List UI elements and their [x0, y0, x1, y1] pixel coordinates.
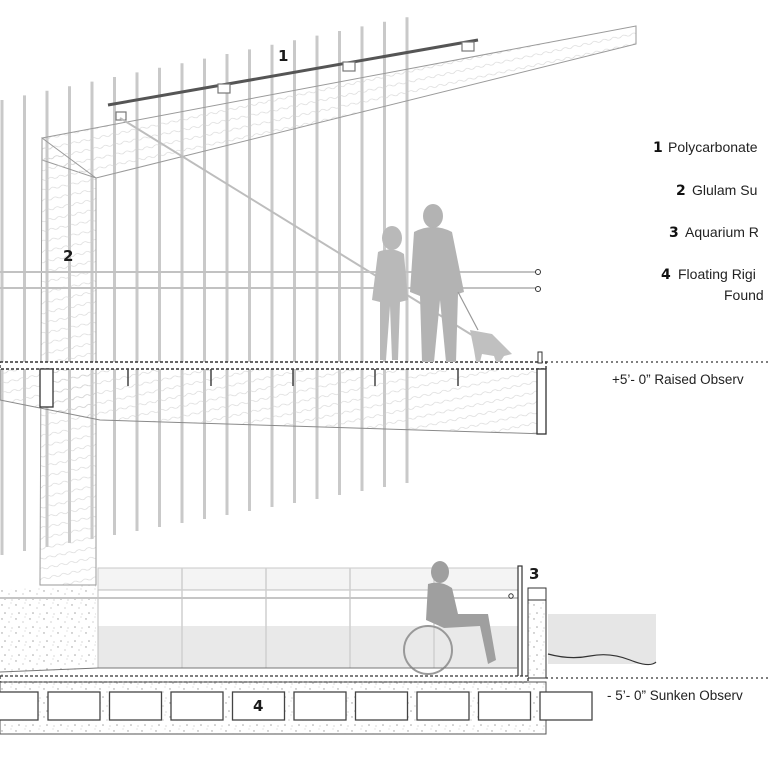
- foundation-void: [170, 691, 224, 721]
- foundation-void: [231, 691, 286, 721]
- callout-3: 3: [529, 565, 539, 583]
- wheelchair-wheel: [403, 625, 453, 675]
- exterior-water: [548, 614, 656, 664]
- tension-cable: [119, 117, 481, 341]
- foundation-void: [354, 691, 409, 721]
- foundation-void: [416, 691, 470, 721]
- dog-leash: [457, 291, 479, 331]
- person-wheelchair: [426, 561, 496, 664]
- roof-clips: [115, 41, 475, 121]
- sunken-deck: [0, 675, 529, 683]
- legend-num-3: 3: [669, 225, 679, 241]
- legend-text-1: Polycarbonate: [668, 139, 758, 155]
- aquarium-water: [98, 626, 518, 668]
- raised-post-right: [536, 368, 547, 435]
- deck-curb: [537, 351, 543, 364]
- rail-end-cap: [535, 286, 541, 292]
- foundation-void: [108, 691, 163, 721]
- water-surface-line: [547, 653, 657, 666]
- callout-1: 1: [278, 47, 288, 65]
- raised-level-label: +5’- 0” Raised Observ: [612, 372, 744, 387]
- polycarbonate-panel: [107, 38, 479, 107]
- legend-text-4: Floating Rigi: [678, 266, 756, 282]
- aquarium-wall: [517, 565, 523, 679]
- foundation-void: [477, 691, 532, 721]
- legend-num-2: 2: [676, 183, 686, 199]
- rail-end-cap: [535, 269, 541, 275]
- ramp-line: [0, 667, 518, 673]
- deck-joists: [127, 369, 459, 386]
- dog: [470, 330, 512, 362]
- sunken-level-label: - 5’- 0” Sunken Observ: [607, 688, 743, 703]
- foundation-void: [0, 691, 39, 721]
- callout-2: 2: [63, 247, 73, 265]
- legend-num-1: 1: [653, 140, 663, 156]
- foundation-void: [47, 691, 101, 721]
- raised-post-left: [39, 368, 54, 408]
- aquarium-cap: [527, 587, 547, 601]
- legend-num-4: 4: [661, 267, 671, 283]
- aquarium-edge: [527, 587, 547, 679]
- foundation-voids: [0, 691, 593, 721]
- raised-deck: [0, 361, 547, 370]
- lower-fill: [0, 585, 96, 676]
- aquarium-glass-upper: [97, 567, 519, 591]
- legend: 1 Polycarbonate 2 Glulam Su 3 Aquarium R…: [653, 139, 764, 303]
- legend-text-4b: Found: [724, 287, 764, 303]
- person-woman: [372, 226, 408, 360]
- legend-text-3: Aquarium R: [685, 224, 759, 240]
- foundation-void: [539, 691, 593, 721]
- legend-text-2: Glulam Su: [692, 182, 757, 198]
- aquarium-bolt: [508, 593, 514, 599]
- person-man: [410, 204, 464, 362]
- callout-4: 4: [253, 697, 263, 715]
- foundation-void: [293, 691, 347, 721]
